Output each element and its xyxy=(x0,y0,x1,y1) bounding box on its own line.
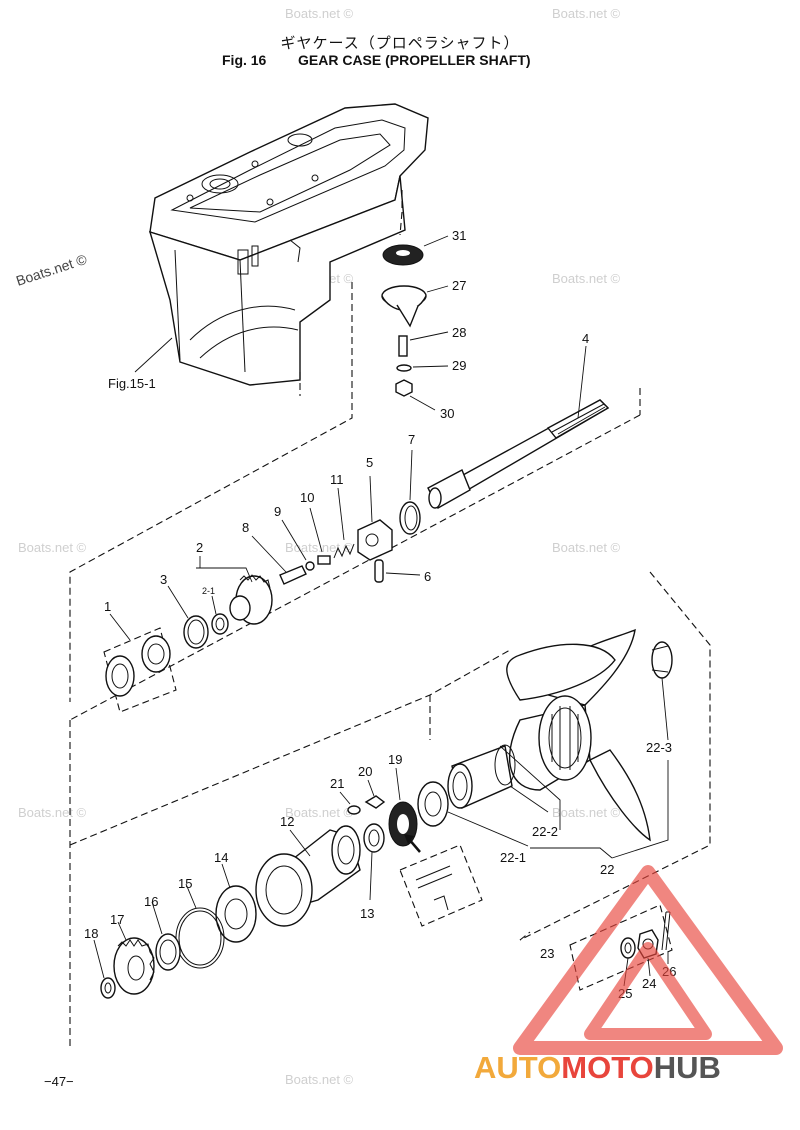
part-2-forward-gear xyxy=(196,556,273,625)
leader-line xyxy=(499,745,561,830)
automotohub-logo: AUTOMOTOHUB xyxy=(474,865,783,1085)
callout-4: 4 xyxy=(582,331,589,346)
callout-22-2: 22-2 xyxy=(532,824,558,839)
callout-12: 12 xyxy=(280,814,294,829)
part-29-washer xyxy=(396,364,449,372)
callout-2-1: 2-1 xyxy=(202,586,215,596)
logo-word-auto: AUTO xyxy=(474,1050,561,1085)
part-30-nut xyxy=(395,379,436,411)
part-31-plate xyxy=(382,235,449,266)
gear-case-housing xyxy=(134,103,429,386)
part-22-2-sleeve xyxy=(447,744,549,813)
guide-line xyxy=(399,190,403,236)
part-21-washer xyxy=(339,791,361,815)
part-5-clutch xyxy=(357,475,393,561)
callout-7: 7 xyxy=(408,432,415,447)
part-9-ball xyxy=(281,519,315,571)
callout-15: 15 xyxy=(178,876,192,891)
title-japanese: ギヤケース（プロペラシャフト） xyxy=(280,34,520,52)
part-2-1-bearing xyxy=(211,595,229,635)
title-english: GEAR CASE (PROPELLER SHAFT) xyxy=(298,52,531,68)
part-28-stud xyxy=(398,331,449,357)
watermark: Boats.net © xyxy=(552,540,621,555)
callout-10: 10 xyxy=(300,490,314,505)
logo-text: AUTOMOTOHUB xyxy=(474,1050,721,1085)
watermark: Boats.net © xyxy=(285,805,354,820)
watermark: Boats.net © xyxy=(14,251,89,289)
watermark: Boats.net © xyxy=(285,6,354,21)
callout-2: 2 xyxy=(196,540,203,555)
callout-3: 3 xyxy=(160,572,167,587)
watermark: Boats.net © xyxy=(18,540,87,555)
part-22-3-bushing xyxy=(651,641,673,741)
logo-word-moto: MOTO xyxy=(561,1050,653,1085)
callout-23: 23 xyxy=(540,946,554,961)
callout-9: 9 xyxy=(274,504,281,519)
hardware-group-frame xyxy=(569,904,673,991)
watermark: Boats.net © xyxy=(285,1072,354,1087)
callout-19: 19 xyxy=(388,752,402,767)
part-13-bushing xyxy=(363,823,385,901)
part-11-spring xyxy=(333,487,355,559)
watermark: Boats.net © xyxy=(18,805,87,820)
callout-21: 21 xyxy=(330,776,344,791)
callout-22: 22 xyxy=(600,862,614,877)
part-22-propeller xyxy=(506,628,651,842)
callout-22-3: 22-3 xyxy=(646,740,672,755)
part-seal-kit xyxy=(399,834,483,927)
watermark: Boats.net © xyxy=(552,6,621,21)
leader-line xyxy=(530,847,613,859)
reference-label: Fig.15-1 xyxy=(108,376,156,391)
callout-labels: 31 27 28 29 30 4 7 5 11 10 9 8 6 2 2-1 3… xyxy=(84,228,676,1001)
part-22-1-washer xyxy=(417,781,529,847)
guide-line xyxy=(519,571,711,941)
part-15-o-ring xyxy=(175,883,225,969)
callout-18: 18 xyxy=(84,926,98,941)
part-10-pin xyxy=(309,507,331,565)
callout-28: 28 xyxy=(452,325,466,340)
callout-29: 29 xyxy=(452,358,466,373)
guide-line xyxy=(519,931,531,941)
part-17-reverse-gear xyxy=(113,921,155,995)
leader-line xyxy=(611,760,669,859)
callout-17: 17 xyxy=(110,912,124,927)
figure-number: Fig. 16 xyxy=(222,52,267,68)
watermark: Boats.net © xyxy=(552,271,621,286)
guide-line xyxy=(69,414,641,721)
part-14-bearing xyxy=(215,863,257,943)
callout-22-1: 22-1 xyxy=(500,850,526,865)
part-19-bearing xyxy=(388,767,418,847)
callout-30: 30 xyxy=(440,406,454,421)
page-number: −47− xyxy=(44,1074,74,1089)
watermark: Boats.net © xyxy=(552,805,621,820)
part-6-pin xyxy=(374,559,421,583)
part-16-shim xyxy=(151,901,181,971)
callout-1: 1 xyxy=(104,599,111,614)
part-7-ring xyxy=(399,449,421,535)
callout-16: 16 xyxy=(144,894,158,909)
callout-11: 11 xyxy=(330,472,344,487)
callout-20: 20 xyxy=(358,764,372,779)
callout-14: 14 xyxy=(214,850,228,865)
callout-8: 8 xyxy=(242,520,249,535)
part-20-bolt xyxy=(364,779,386,809)
part-18-washer xyxy=(93,939,116,999)
part-3-shim xyxy=(167,585,209,649)
part-25-washer xyxy=(620,937,636,987)
logo-word-hub: HUB xyxy=(654,1050,721,1085)
part-1-bearing xyxy=(103,613,177,713)
callout-13: 13 xyxy=(360,906,374,921)
guide-line xyxy=(69,282,353,702)
part-27-cap xyxy=(381,285,449,328)
part-12-bearing-housing xyxy=(255,825,361,927)
callout-31: 31 xyxy=(452,228,466,243)
callout-5: 5 xyxy=(366,455,373,470)
callout-24: 24 xyxy=(642,976,656,991)
callout-6: 6 xyxy=(424,569,431,584)
part-8-plunger xyxy=(251,535,307,585)
part-4-propeller-shaft xyxy=(427,345,610,509)
callout-27: 27 xyxy=(452,278,466,293)
